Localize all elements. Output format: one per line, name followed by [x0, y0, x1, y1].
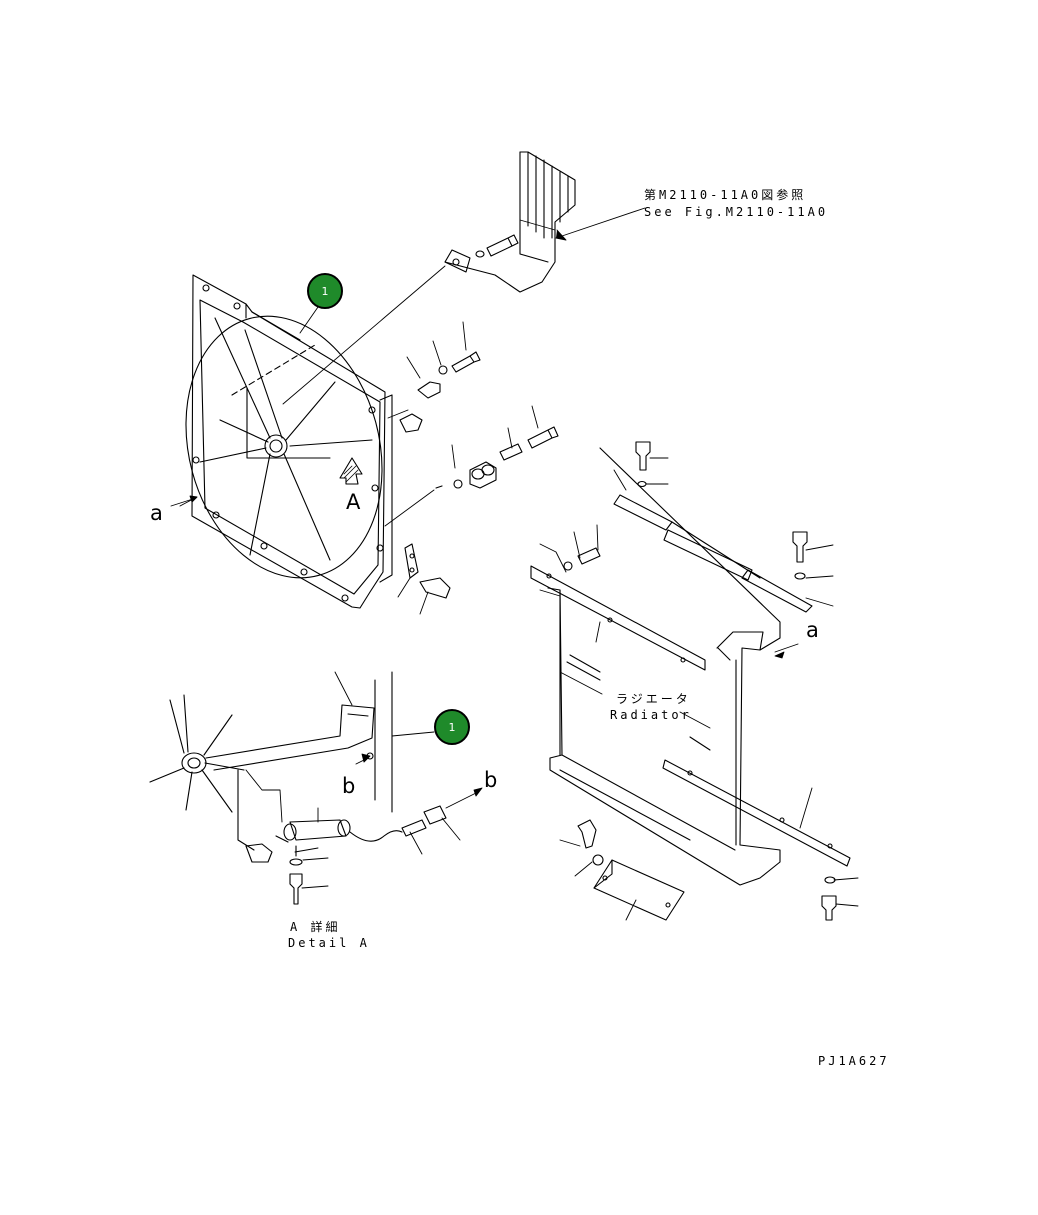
ref-fig-jp: 第M2110-11A0図参照 — [644, 188, 807, 202]
shroud-fasteners — [399, 351, 559, 599]
callout-badge-1: 1 — [307, 273, 343, 309]
radiator-fasteners — [563, 441, 837, 921]
point-label-b-right: b — [484, 768, 498, 792]
radiator-label-en: Radiator — [610, 708, 692, 722]
view-a-label: A — [346, 490, 361, 514]
leader-lines-upper — [170, 207, 646, 615]
guard-bracket — [444, 151, 576, 293]
point-label-a-right: a — [806, 618, 819, 642]
drawing-code: PJ1A627 — [818, 1054, 890, 1068]
leader-lines-radiator — [539, 457, 859, 921]
fan-shroud — [185, 274, 393, 609]
view-arrow-a — [339, 457, 363, 485]
detail-a-label-en: Detail A — [288, 936, 370, 950]
radiator-label-jp: ラジエータ — [616, 692, 691, 706]
point-label-a-left: a — [150, 501, 163, 525]
ref-fig-en: See Fig.M2110-11A0 — [644, 205, 829, 219]
point-label-b-left: b — [342, 774, 356, 798]
detail-a-label-jp: A 詳細 — [290, 920, 341, 934]
callout-badge-1-detail: 1 — [434, 709, 470, 745]
radiator — [530, 447, 851, 921]
leader-lines-detail — [179, 495, 785, 889]
detail-a — [149, 671, 447, 905]
